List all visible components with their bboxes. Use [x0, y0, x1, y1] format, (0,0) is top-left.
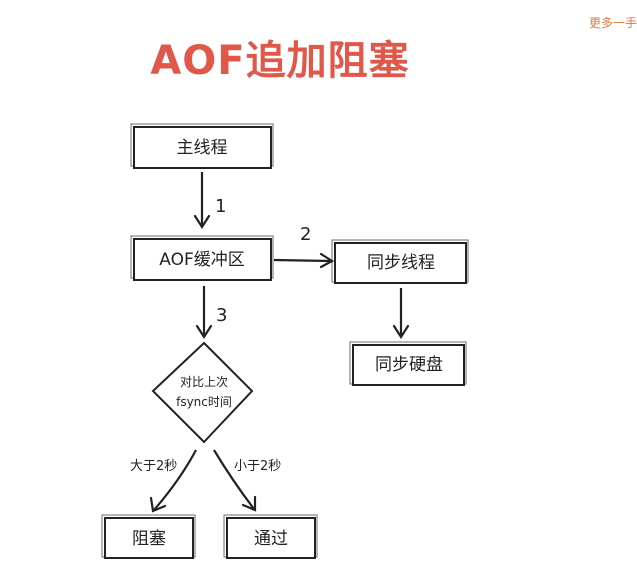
edge-step2-label: 2: [300, 224, 311, 245]
edge-sync-disk: [392, 288, 410, 340]
edge-step1: 1: [193, 172, 226, 230]
node-aof-buffer-label: AOF缓冲区: [159, 250, 245, 270]
edge-less-label: 小于2秒: [234, 459, 281, 474]
node-decision: 对比上次 fsync时间: [151, 341, 254, 444]
node-decision-label-2: fsync时间: [176, 395, 232, 409]
node-aof-buffer: AOF缓冲区: [130, 235, 274, 281]
edge-step3-label: 3: [216, 305, 227, 326]
diagram-title: AOF追加阻塞: [150, 38, 410, 84]
node-block: 阻塞: [101, 514, 196, 559]
edge-step1-label: 1: [215, 196, 226, 217]
node-pass: 通过: [223, 514, 318, 559]
node-main-thread-label: 主线程: [177, 138, 228, 158]
node-sync-disk-label: 同步硬盘: [375, 355, 443, 375]
node-sync-disk: 同步硬盘: [349, 341, 467, 386]
edge-step2: 2: [273, 224, 335, 269]
edge-less: 小于2秒: [213, 449, 281, 512]
node-sync-thread: 同步线程: [331, 239, 469, 284]
edge-greater: 大于2秒: [130, 449, 197, 513]
watermark-text: 更多一手: [588, 16, 637, 30]
node-sync-thread-label: 同步线程: [367, 253, 435, 273]
node-main-thread: 主线程: [130, 123, 274, 169]
node-decision-label-1: 对比上次: [180, 375, 228, 389]
node-block-label: 阻塞: [132, 529, 166, 549]
edge-greater-label: 大于2秒: [130, 459, 177, 474]
node-pass-label: 通过: [254, 529, 288, 549]
edge-step3: 3: [195, 286, 227, 340]
